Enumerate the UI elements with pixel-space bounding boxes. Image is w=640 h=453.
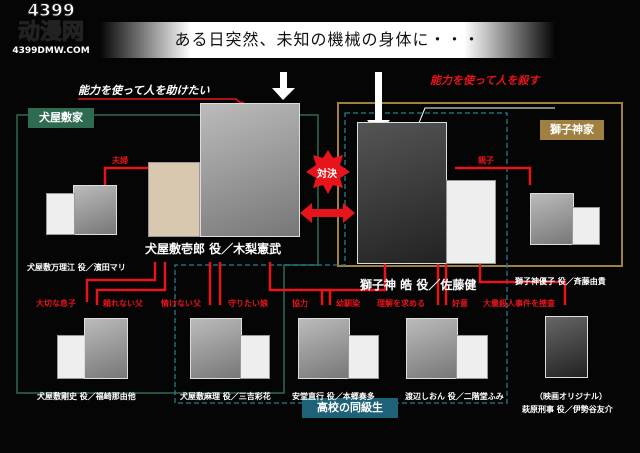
cast-mari: 犬屋敷麻理 役／三吉彩花 xyxy=(180,392,271,401)
family-label-shishigami: 獅子神家 xyxy=(540,120,604,140)
relation-precious-son: 大切な息子 xyxy=(36,299,76,308)
photo-naoyuki xyxy=(298,318,350,379)
photo-takeshi xyxy=(84,318,128,379)
cast-hagiwara: 萩原刑事 役／伊勢谷友介 xyxy=(522,405,613,414)
manga-marie xyxy=(46,193,75,235)
manga-takeshi xyxy=(57,335,86,379)
relation-affection: 好意 xyxy=(452,299,468,308)
photo-marie xyxy=(73,185,117,235)
relation-couple: 夫婦 xyxy=(112,156,128,165)
manga-naoyuki xyxy=(348,335,379,379)
photo-hiro xyxy=(357,122,447,264)
photo-ichiro xyxy=(200,103,300,237)
manga-yuko xyxy=(572,207,600,245)
caption-kill: 能力を使って人を殺す xyxy=(430,74,540,87)
cast-hagiwara-note: （映画オリジナル） xyxy=(535,392,607,401)
manga-hiro xyxy=(446,180,496,264)
cast-yuko: 獅子神優子 役／斉藤由貴 xyxy=(515,277,606,286)
photo-hagiwara xyxy=(545,316,588,378)
cast-takeshi: 犬屋敷剛史 役／福崎那由他 xyxy=(37,392,136,401)
relation-cooperation: 協力 xyxy=(292,299,308,308)
headline-banner: ある日突然、未知の機械の身体に・・・ xyxy=(100,22,555,58)
manga-shion xyxy=(456,335,488,379)
versus-badge: 対決 xyxy=(317,169,337,180)
caption-help: 能力を使って人を助けたい xyxy=(78,84,210,97)
relation-childhood-friend: 幼馴染 xyxy=(336,299,360,308)
photo-shion xyxy=(406,318,458,379)
cast-hiro: 獅子神 皓 役／佐藤健 xyxy=(360,278,477,292)
photo-yuko xyxy=(530,193,574,245)
relation-seek-understanding: 理解を求める xyxy=(377,299,425,308)
classmates-label: 高校の同級生 xyxy=(302,398,398,418)
cast-ichiro: 犬屋敷壱郎 役／木梨憲武 xyxy=(145,242,282,256)
relation-investigation: 大量殺人事件を捜査 xyxy=(483,299,555,308)
cast-marie: 犬屋敷万理江 役／濱田マリ xyxy=(27,263,126,272)
manga-mari xyxy=(240,335,270,379)
family-label-inuyashiki: 犬屋敷家 xyxy=(28,108,94,128)
manga-ichiro xyxy=(148,162,200,237)
relation-pathetic-father: 情けない父 xyxy=(161,299,201,308)
photo-mari xyxy=(190,318,242,379)
relation-parent-child: 親子 xyxy=(478,156,494,165)
site-logo: 4399 动漫网 4399DMW.COM xyxy=(12,1,90,57)
cast-shion: 渡辺しおん 役／二階堂ふみ xyxy=(405,392,504,401)
relation-protect-daughter: 守りたい娘 xyxy=(228,299,268,308)
cast-naoyuki: 安堂直行 役／本郷奏多 xyxy=(292,392,375,401)
relation-unreliable-father: 頼れない父 xyxy=(103,299,143,308)
